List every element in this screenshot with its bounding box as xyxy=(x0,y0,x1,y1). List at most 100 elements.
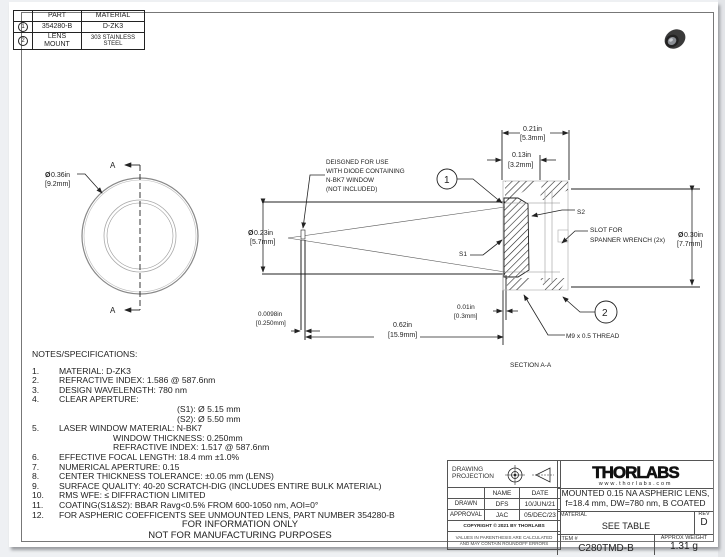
window-note-leader xyxy=(301,174,325,229)
notes-heading: NOTES/SPECIFICATIONS: xyxy=(32,349,138,359)
note-item: 10.RMS WFE: ≤ DIFFRACTION LIMITED xyxy=(32,491,395,501)
approval-label: APPROVAL xyxy=(447,509,485,521)
note-text: WINDOW THICKNESS: 0.250mm xyxy=(113,432,243,443)
thread-leader xyxy=(523,294,565,336)
balloon-2-label: 2 xyxy=(602,308,608,319)
note-item: 5.LASER WINDOW MATERIAL: N-BK7 xyxy=(32,424,395,434)
note-item: 8.CENTER THICKNESS TOLERANCE: ±0.05 mm (… xyxy=(32,472,395,482)
spanner-slot xyxy=(557,229,569,243)
title-block-main: THORLABS www.thorlabs.com MOUNTED 0.15 N… xyxy=(557,460,713,555)
front-diameter-mm: [9.2mm] xyxy=(45,181,70,188)
weight-value: 1.31 g xyxy=(670,541,698,552)
part-number: LENS MOUNT xyxy=(32,32,82,50)
drawn-label: DRAWN xyxy=(447,498,485,510)
item-balloon: 2 xyxy=(18,36,28,46)
material-cell: MATERIAL SEE TABLE xyxy=(558,511,695,535)
note-item: 11. COATING(S1&S2): BBAR Ravg<0.5% FROM 6… xyxy=(32,499,395,511)
copyright: COPYRIGHT © 2021 BY THORLABS xyxy=(447,520,561,532)
note-number: 7. xyxy=(32,461,40,472)
balloon-1-label: 1 xyxy=(444,175,450,186)
note-number: 6. xyxy=(32,451,40,462)
note-text: CLEAR APERTURE: xyxy=(59,394,139,405)
weight-label: APPROX WEIGHT xyxy=(660,535,708,541)
note-item: 6.EFFECTIVE FOCAL LENGTH: 18.4 mm ±1.0% xyxy=(32,451,395,463)
window-note-line: DEISGNED FOR USE xyxy=(326,159,389,166)
note-item: 9.SURFACE QUALITY: 40-20 SCRATCH-DIG (IN… xyxy=(32,480,395,492)
s1-leader xyxy=(470,239,503,256)
note-text: MATERIAL: D-ZK3 xyxy=(59,365,131,376)
note-number: 11. xyxy=(32,499,44,510)
note-text: FOR ASPHERIC COEFFICENTS SEE UNMOUNTED L… xyxy=(59,509,395,520)
material-value: SEE TABLE xyxy=(601,521,651,531)
title-block-approvals: DRAWING PROJECTION NAME DATE DRAWN DFS 1… xyxy=(447,460,561,550)
projection-cell: DRAWING PROJECTION xyxy=(447,460,561,488)
note-number: 1. xyxy=(32,365,40,376)
note-text: REFRACTIVE INDEX: 1.517 @ 587.6nm xyxy=(113,442,270,453)
note-text: CENTER THICKNESS TOLERANCE: ±0.05 mm (LE… xyxy=(59,471,274,482)
thorlabs-logo: THORLABS www.thorlabs.com xyxy=(558,463,713,487)
logo-text: THORLABS xyxy=(592,463,680,483)
rev-label: REV xyxy=(698,511,710,517)
blank-header-cell xyxy=(558,460,713,489)
balloon-2-leader xyxy=(562,296,595,313)
window-note-line: (NOT INCLUDED) xyxy=(326,186,377,193)
window-note-line: N-BK7 WINDOW xyxy=(326,177,374,184)
note-number: 4. xyxy=(32,394,40,405)
lens-dim-in: 0.13in xyxy=(512,152,531,159)
gap-dim-in: 0.01in xyxy=(457,304,475,311)
front-diameter-in: 0.36in xyxy=(51,172,70,179)
slot-note-line: SLOT FOR xyxy=(590,227,623,234)
note-text: (S1): Ø 5.15 mm xyxy=(177,403,241,414)
rev-cell: REV D xyxy=(695,511,713,535)
lens-3d-thumbnail xyxy=(664,29,686,49)
rev-value: D xyxy=(700,517,708,528)
note-item: (S2): Ø 5.50 mm xyxy=(32,413,395,425)
s2-label: S2 xyxy=(577,209,585,216)
projection-label: PROJECTION xyxy=(452,473,494,480)
section-label-top: A xyxy=(110,161,116,170)
s1-label: S1 xyxy=(459,251,467,258)
values-note: VALUES IN PARENTHESIS ARE CALCULATED AND… xyxy=(447,531,561,550)
inner-ring xyxy=(103,199,177,273)
item-value: C280TMD-B xyxy=(578,543,634,554)
drawing-sheet xyxy=(9,2,718,547)
lens-dim-mm: [3.2mm] xyxy=(508,162,533,169)
item-cell: ITEM # C280TMD-B xyxy=(558,535,655,555)
note-text: COATING(S1&S2): BBAR Ravg<0.5% FROM 600-… xyxy=(59,499,319,510)
mount-hatch-bottom-left xyxy=(505,278,530,290)
projection-label: DRAWING xyxy=(452,466,484,473)
front-view: A A Ø 0.36in [9.2mm] xyxy=(45,161,199,315)
parts-table: PART MATERIAL 1 354280-B D-ZK3 2 LENS MO… xyxy=(13,10,145,50)
asphere-lens-section xyxy=(503,197,530,278)
note-number: 12. xyxy=(32,509,44,520)
note-item: 2.REFRACTIVE INDEX: 1.586 @ 587.6nm xyxy=(32,376,395,386)
note-number: 9. xyxy=(32,480,40,491)
note-text: NUMERICAL APERTURE: 0.15 xyxy=(59,461,180,472)
note-item: 4. CLEAR APERTURE: xyxy=(32,395,395,405)
note-text: LASER WINDOW MATERIAL: N-BK7 xyxy=(59,423,203,434)
drawing-frame xyxy=(21,12,714,542)
beam-dim-mm: [5.7mm] xyxy=(250,239,275,246)
note-text: (S2): Ø 5.50 mm xyxy=(177,413,241,424)
approval-date: 05/DEC/23 xyxy=(519,509,561,521)
slot-leader xyxy=(561,230,588,244)
description-line: MOUNTED 0.15 NA ASPHERIC LENS, xyxy=(561,488,710,498)
section-title: SECTION A-A xyxy=(510,362,552,369)
balloon-1-leader xyxy=(457,178,503,204)
description-cell: MOUNTED 0.15 NA ASPHERIC LENS, f=18.4 mm… xyxy=(558,487,713,512)
slot-note-line: SPANNER WRENCH (2x) xyxy=(590,237,665,244)
total-dim-mm: [5.3mm] xyxy=(520,135,545,142)
window-note-line: WITH DIODE CONTAINING xyxy=(326,168,405,175)
diode-window xyxy=(300,229,306,240)
distance-dim-in: 0.62in xyxy=(393,322,412,329)
viewer-scrollbar[interactable] xyxy=(718,0,725,557)
distance-dim-mm: [15.9mm] xyxy=(388,332,417,339)
s2-leader xyxy=(531,209,575,218)
parts-table-header: PART MATERIAL xyxy=(13,10,145,22)
diameter-symbol: Ø xyxy=(248,230,254,237)
gap-dim-mm: [0.3mm] xyxy=(454,313,478,320)
beam-cone-bottom xyxy=(287,237,506,273)
